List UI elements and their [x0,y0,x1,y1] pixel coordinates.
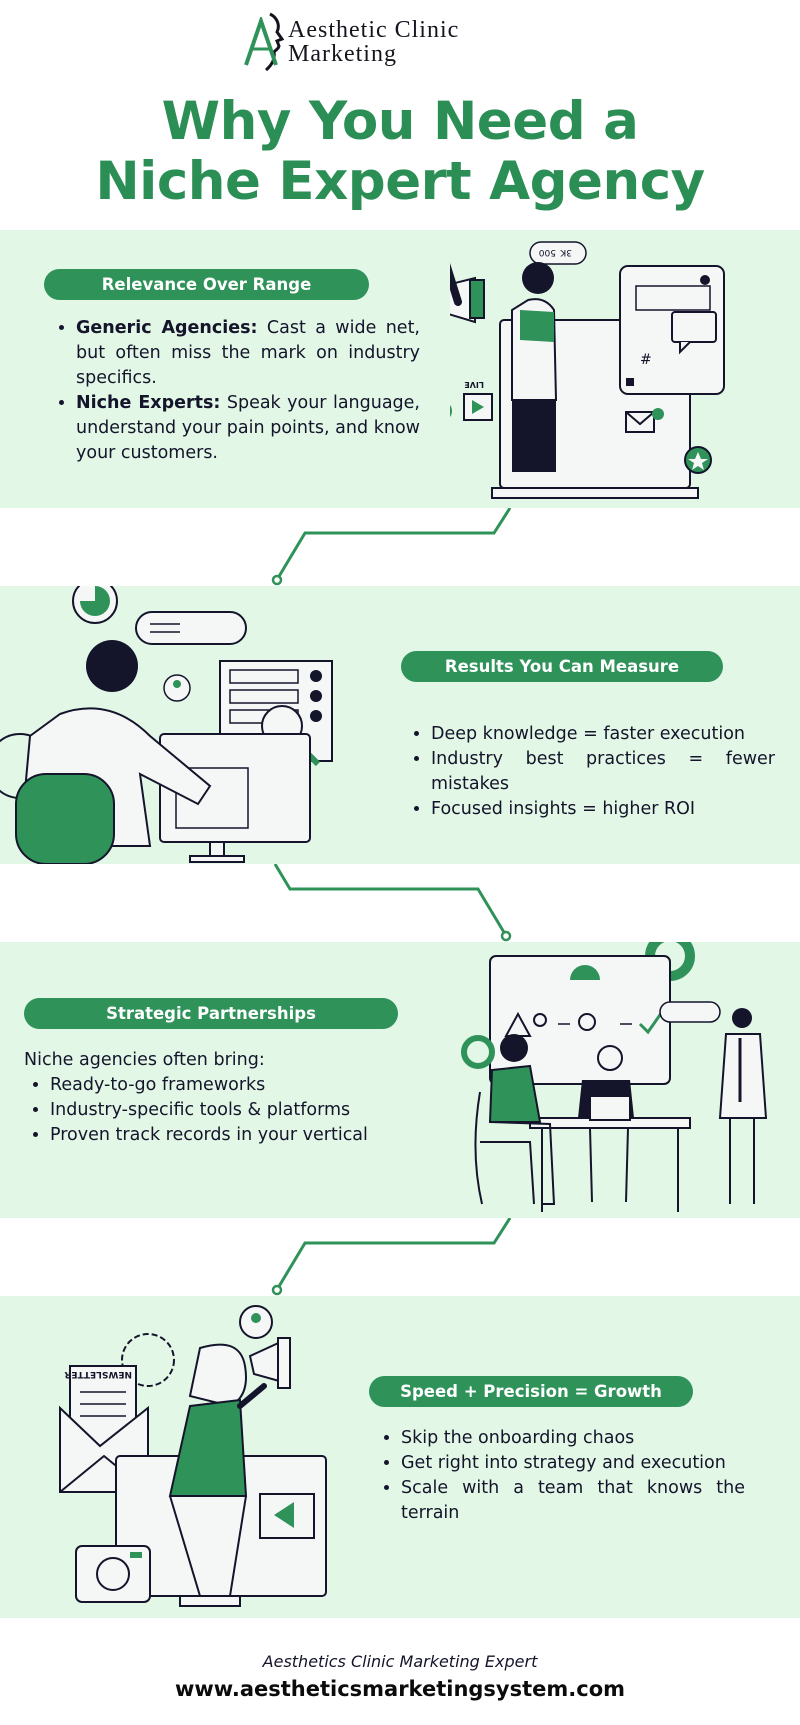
list-item: Industry-specific tools & platforms [50,1098,414,1123]
section-growth: Speed + Precision = Growth Skip the onbo… [0,1296,800,1618]
footer-url-link[interactable]: www.aestheticsmarketingsystem.com [174,1677,626,1701]
connector-line [271,1218,512,1296]
brand-line-2: Marketing [288,41,397,67]
list-item: Get right into strategy and execution [401,1451,745,1476]
brand-logo: A Aesthetic Clinic Marketing [244,12,460,72]
list-item: Niche Experts: Speak your language, unde… [76,391,420,466]
svg-text:NEWSLETTER: NEWSLETTER [64,1369,132,1379]
connector-line [273,864,512,942]
section-body: Niche agencies often bring: Ready-to-go … [24,1048,414,1148]
newsletter-marketer-icon: NEWSLETTER [59,1305,327,1607]
list-item: Ready-to-go frameworks [50,1073,414,1098]
section-body: Generic Agencies: Cast a wide net, but o… [50,316,420,466]
section-partnerships: Strategic Partnerships Niche agencies of… [0,942,800,1218]
list-item: Focused insights = higher ROI [431,797,775,822]
section-body: Deep knowledge = faster execution Indust… [405,722,775,822]
section-heading: Strategic Partnerships [24,998,398,1029]
list-item: Skip the onboarding chaos [401,1426,745,1451]
section-results: Results You Can Measure Deep knowledge =… [0,586,800,864]
header: A Aesthetic Clinic Marketing Why You Nee… [0,0,800,225]
section-heading: Relevance Over Range [44,269,369,300]
section-relevance: Relevance Over Range Generic Agencies: C… [0,230,800,508]
brand-line-1: Aesthetic Clinic [288,17,460,43]
section-intro: Niche agencies often bring: [24,1050,265,1070]
list-item: Proven track records in your vertical [50,1123,414,1148]
logo-letter-a: A [244,17,278,66]
list-item: Deep knowledge = faster execution [431,722,775,747]
connector-line [271,508,512,586]
section-heading: Speed + Precision = Growth [369,1376,693,1407]
list-item: Generic Agencies: Cast a wide net, but o… [76,316,420,391]
list-item: Industry best practices = fewer mistakes [431,747,775,797]
megaphone-social-media-icon: # 500 3K LIVE [450,241,725,499]
svg-text:3K: 3K [559,247,572,257]
section-heading: Results You Can Measure [401,651,723,682]
svg-text:500: 500 [539,247,556,257]
page-title: Why You Need a Niche Expert Agency [95,91,705,212]
footer-subtitle: Aesthetics Clinic Marketing Expert [262,1652,538,1671]
list-item: Scale with a team that knows the terrain [401,1476,745,1526]
team-meeting-icon [461,942,768,1212]
svg-text:#: # [640,352,652,368]
section-body: Skip the onboarding chaos Get right into… [375,1426,745,1526]
analytics-desk-icon [0,586,333,864]
svg-text:LIVE: LIVE [464,380,484,389]
